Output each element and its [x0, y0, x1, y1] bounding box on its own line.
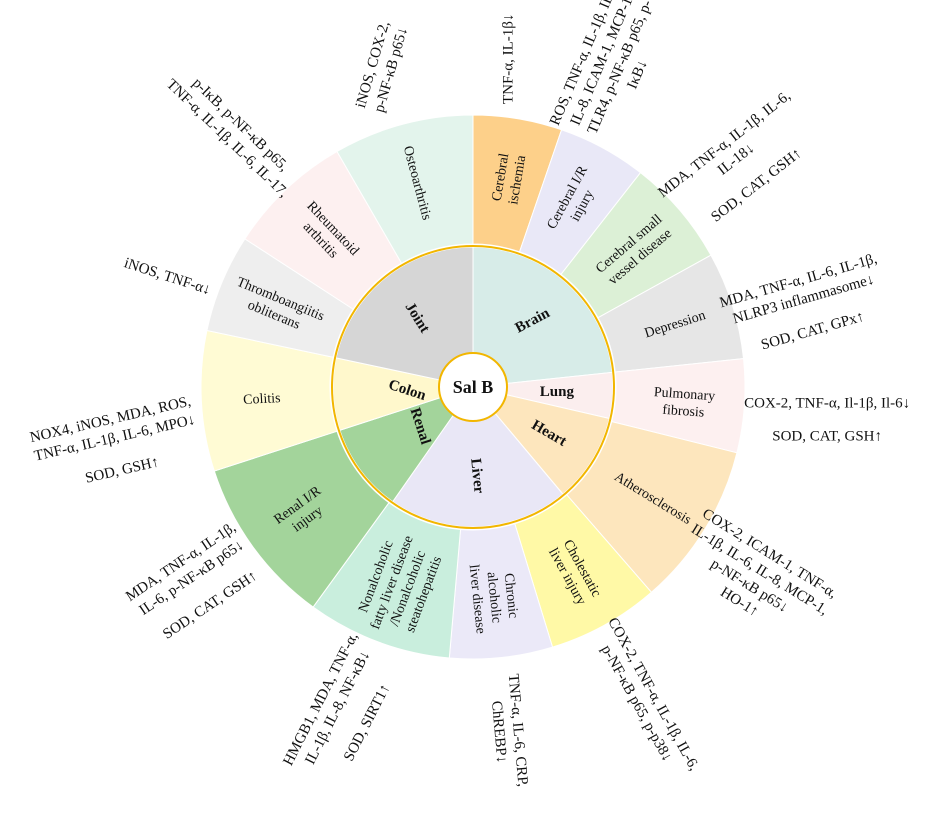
disease-sector-osteoarthritis [336, 114, 474, 264]
marker-block-rheumatoid: p-IκB, p-NF-κB p65,TNF-α, IL-1β, IL-6, I… [163, 63, 304, 201]
marker-block-cerebral_ir: ROS, TNF-α, IL-1β, IL-6,IL-8, ICAM-1, MC… [547, 0, 676, 150]
organ-ring-outline [331, 245, 615, 529]
disease-ring [200, 114, 746, 660]
marker-block-cerebral_ischemia: TNF-α, IL-1β↓ [500, 14, 516, 104]
disease-label-pulmonary_fibrosis: Pulmonaryfibrosis [652, 385, 716, 421]
marker-block-renal_ir: MDA, TNF-α, IL-1β,IL-6, p-NF-κB p65↓SOD,… [123, 520, 268, 648]
marker-block-pulmonary_fibrosis: COX-2, TNF-α, Il-1β, Il-6↓SOD, CAT, GSH↑ [744, 395, 910, 444]
center-circle [438, 352, 508, 422]
marker-block-osteoarthritis: iNOS, COX-2,p-NF-κB p65↓ [353, 19, 411, 115]
marker-block-cholestatic: COX-2, TNF-α, IL-1β, IL-6,p-NF-κB p65, p… [588, 615, 702, 783]
center-label: Sal B [453, 377, 494, 397]
organ-label-lung: Lung [540, 384, 575, 400]
organ-ring [332, 246, 614, 528]
disease-label-chronic_alcoholic: Chronicalcoholicliver disease [466, 560, 522, 634]
marker-block-thromboangiitis: iNOS, TNF-α↓ [122, 255, 213, 298]
disease-label-colitis: Colitis [243, 391, 281, 408]
marker-block-atherosclerosis: COX-2, ICAM-1, TNF-α,IL-1β, IL-6, IL-8, … [668, 505, 841, 651]
marker-block-chronic_alcoholic: TNF-α, IL-6, CRP,ChREBP↓ [486, 673, 531, 789]
marker-block-nafld: HMGB1, MDA, TNF-α,IL-1β, IL-8, NF-κB↓SOD… [280, 630, 407, 792]
organ-label-liver: Liver [467, 458, 487, 495]
marker-block-depression: MDA, TNF-α, IL-6, IL-1β,NLRP3 inflammaso… [718, 251, 894, 361]
marker-block-colitis: NOX4, iNOS, MDA, ROS,TNF-α, IL-1β, IL-6,… [28, 394, 204, 497]
